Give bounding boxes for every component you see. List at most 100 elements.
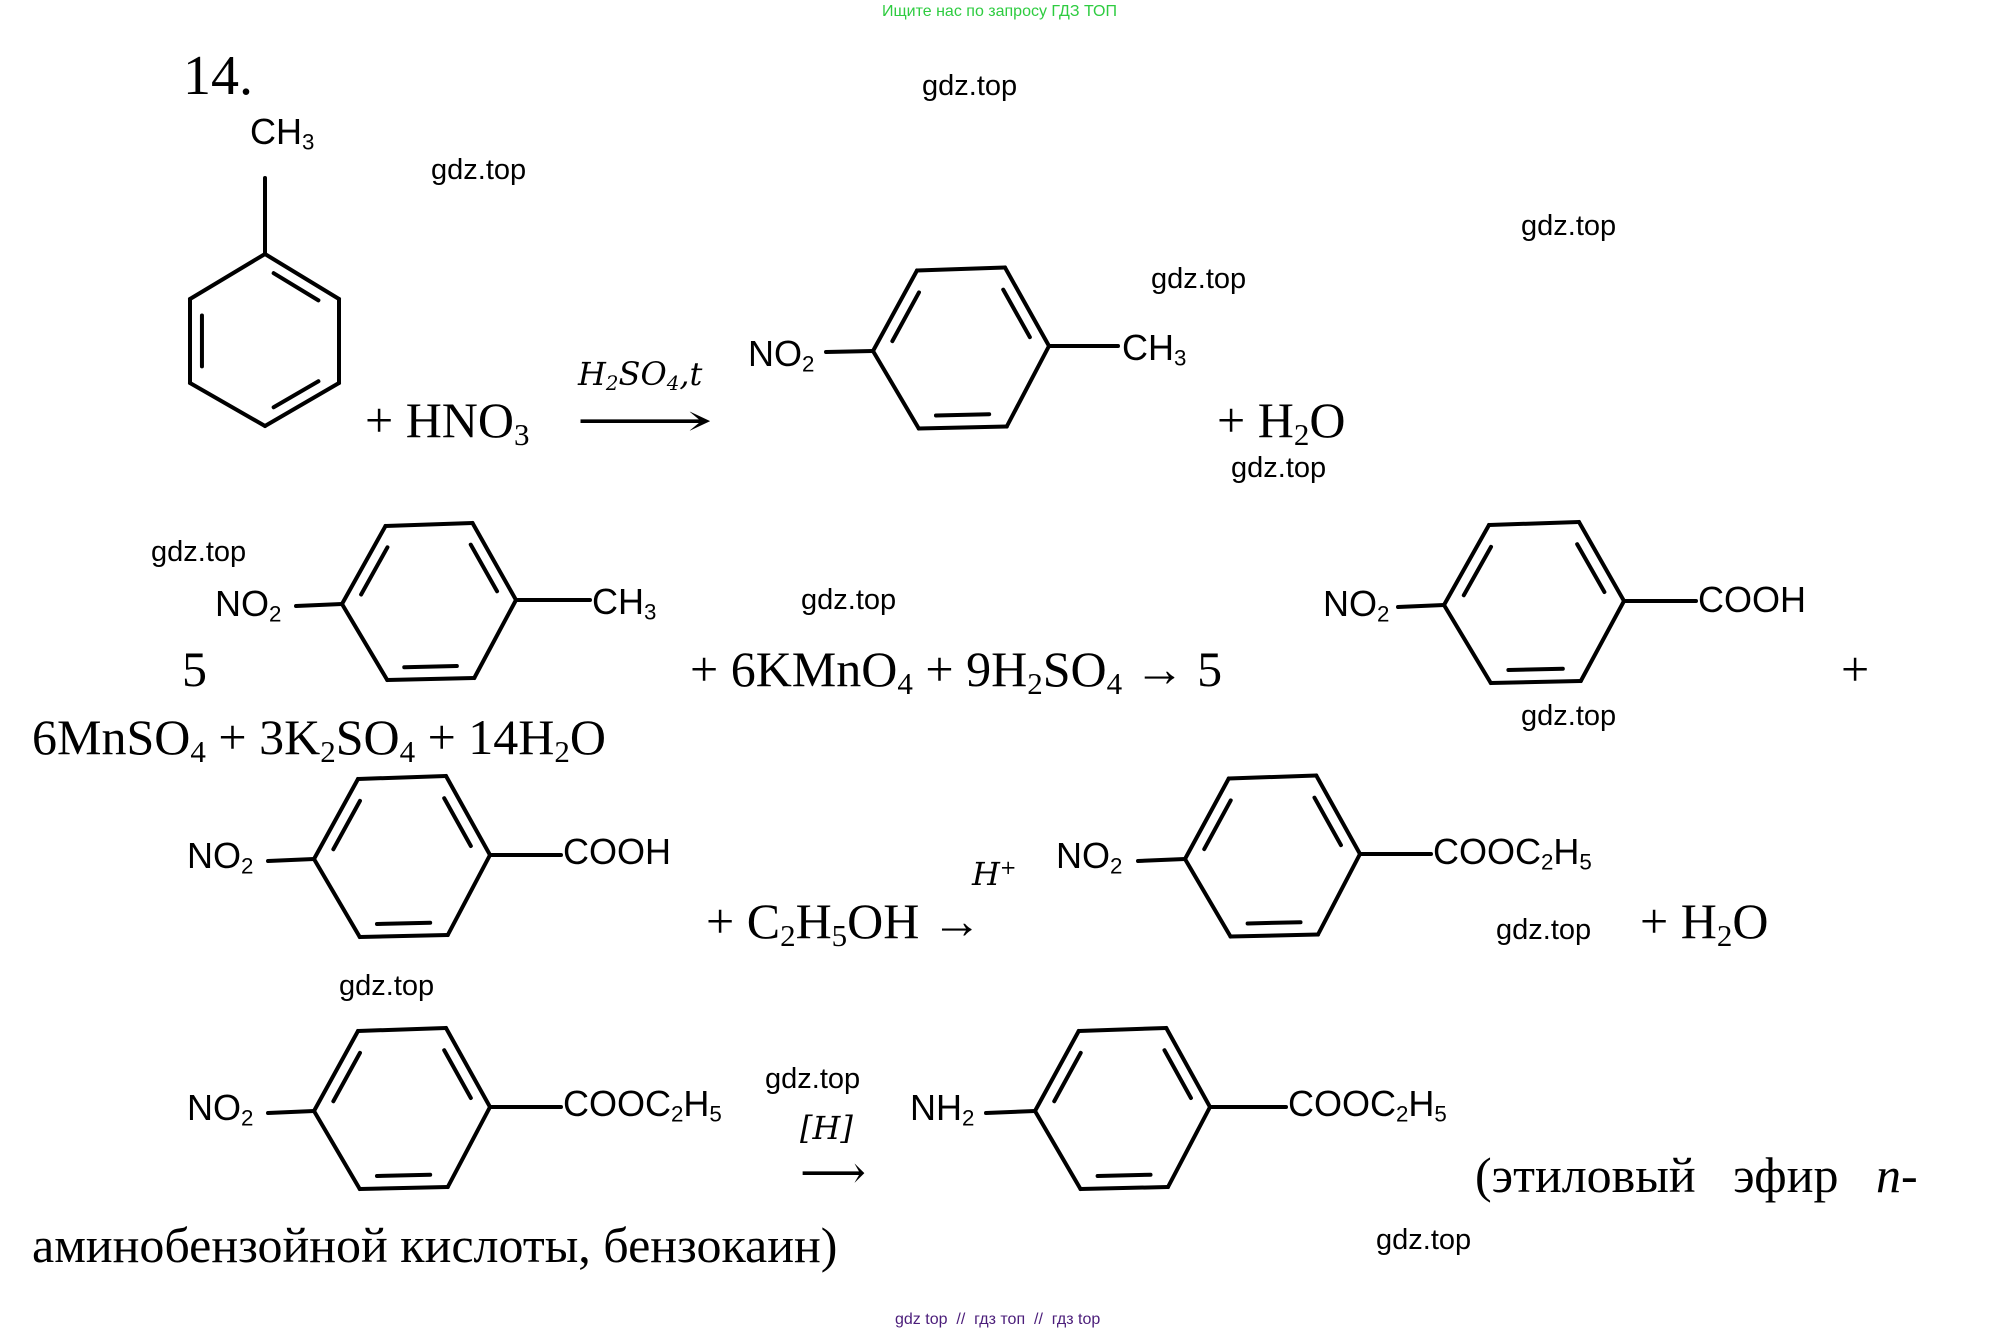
- subscript: 2: [241, 1105, 254, 1131]
- nitrobenzoic-ring-2-bond: [356, 774, 448, 781]
- toluene-ring-bond: [263, 381, 341, 428]
- nitro-bond: [824, 349, 875, 354]
- nitrobenzoate-ring-2-double-bond: [442, 1048, 473, 1101]
- water-b: O: [569, 709, 607, 765]
- subscript: 2: [780, 917, 796, 953]
- h-text: H: [1553, 831, 1580, 872]
- watermark: gdz.top: [1521, 700, 1617, 732]
- catalyst-h-plus: H+: [972, 858, 1017, 890]
- subscript: 4: [1106, 665, 1123, 701]
- subscript: 2: [320, 733, 336, 769]
- no-text: NO: [187, 835, 241, 876]
- reduction-arrow-icon: ⟶: [800, 1147, 866, 1198]
- nitrotoluene-ring-bond: [1003, 265, 1051, 348]
- note-text: (этиловый эфир: [1475, 1147, 1876, 1203]
- nitrobenzoic-ring-2-double-bond: [331, 798, 362, 852]
- plus-sign: +: [1217, 392, 1246, 448]
- water-byproduct-3: + H2O: [1640, 893, 1769, 951]
- watermark: gdz.top: [1521, 210, 1617, 242]
- nitro-bond: [266, 857, 316, 863]
- nitrotoluene-ring-bond: [915, 265, 1007, 273]
- footer-separator: //: [956, 1311, 966, 1328]
- watermark: gdz.top: [1151, 263, 1247, 295]
- nitrotoluene-ring-2-bond: [340, 524, 388, 606]
- nitrobenzoate-ring-2-double-bond: [374, 1172, 433, 1178]
- h-text: H: [1257, 392, 1294, 448]
- k2so4-a: + 3K: [205, 709, 321, 765]
- watermark: gdz.top: [151, 536, 247, 568]
- reactant3-no2-label: NO2: [187, 835, 253, 878]
- nitrobenzoic-ring-bond: [1578, 599, 1626, 683]
- nitrobenzoic-ring-2-bond: [312, 857, 362, 939]
- subscript: 2: [269, 601, 282, 627]
- nitrotoluene-ring-2-bond: [340, 602, 390, 682]
- cond-h: H: [578, 355, 606, 393]
- nitrobenzoic-ring-2-bond: [445, 853, 492, 937]
- nitrotoluene-ring-double-bond: [890, 290, 921, 344]
- plus-sign: +: [1640, 893, 1669, 949]
- benzocaine-ring-double-bond: [1095, 1172, 1153, 1178]
- superscript: +: [999, 856, 1017, 880]
- nitrotoluene-ring-2-bond: [470, 521, 518, 602]
- nitrobenzoate-ring-2-double-bond: [331, 1050, 362, 1104]
- nitrobenzoic-ring-bond: [1442, 523, 1491, 607]
- benzocaine-ring-bond: [1033, 1029, 1081, 1113]
- o-text: O: [1309, 392, 1346, 448]
- subscript: 3: [302, 129, 315, 155]
- footer-link[interactable]: gdz top: [895, 1311, 948, 1328]
- subscript: 5: [709, 1101, 722, 1127]
- h-text: H: [683, 1083, 710, 1124]
- nitrobenzoate-ring-2-bond: [356, 1026, 448, 1033]
- oxidation-reagents: + 6KMnO4 + 9H2SO4 → 5: [690, 641, 1222, 699]
- subscript: 2: [1293, 416, 1310, 452]
- nitro-bond: [1396, 603, 1446, 609]
- footer-link[interactable]: гдз top: [1051, 1311, 1101, 1328]
- plus-sign: +: [365, 392, 394, 448]
- nitrobenzoate-ring-double-bond: [1312, 795, 1343, 848]
- benzocaine-ring-bond: [1033, 1109, 1083, 1191]
- cond-t: ,t: [679, 355, 703, 393]
- nitrotoluene-ring-2-bond: [385, 676, 477, 682]
- product2-cooh-label: COOH: [1698, 579, 1806, 620]
- h-text: H: [972, 855, 1000, 893]
- cooc-text: COOC: [563, 1083, 671, 1124]
- subscript: 4: [190, 733, 206, 769]
- nitrobenzoate-ring-double-bond: [1245, 920, 1303, 926]
- ch-text: CH: [250, 111, 302, 152]
- search-banner[interactable]: Ищите нас по запросу ГДЗ ТОП: [882, 3, 1117, 20]
- o-text: O: [1732, 893, 1769, 949]
- product3-no2-label: NO2: [1056, 838, 1122, 878]
- toluene-ring-bond: [188, 252, 267, 301]
- benzocaine-ring-bond: [1078, 1185, 1170, 1191]
- water-byproduct-1: + H2O: [1217, 392, 1346, 450]
- nitrobenzoate-ring-bond: [1314, 773, 1362, 856]
- nitrobenzoic-ring-double-bond: [1461, 544, 1494, 598]
- nitrotoluene-ring-2-double-bond: [359, 545, 390, 597]
- subscript: 3: [644, 599, 657, 625]
- subscript: 5: [1434, 1101, 1447, 1127]
- nitrobenzoate-ring-bond: [1316, 852, 1362, 937]
- product2-no2-label: NO2: [1323, 586, 1389, 626]
- watermark: gdz.top: [922, 70, 1018, 102]
- nitrobenzoic-ring-2-double-bond: [374, 920, 433, 926]
- nitrotoluene-ring-double-bond: [933, 412, 992, 418]
- nitrotoluene-ring-bond: [871, 268, 919, 353]
- footer-links: gdz top // гдз топ // гдз top: [895, 1312, 1100, 1328]
- nitro-bond: [266, 1109, 316, 1115]
- h-text: H: [1680, 893, 1717, 949]
- nh-text: NH: [910, 1087, 962, 1128]
- benzocaine-ring-double-bond: [1162, 1048, 1193, 1101]
- amino-bond: [984, 1109, 1037, 1115]
- footer-link[interactable]: гдз топ: [974, 1311, 1026, 1328]
- nitrobenzoate-ring-2-bond: [445, 1105, 492, 1189]
- nitrotoluene-ring-2-double-bond: [402, 664, 459, 670]
- subscript: 2: [1716, 917, 1733, 953]
- product-note-line2: аминобензойной кислоты, бензокаин): [32, 1217, 838, 1273]
- ch-text: CH: [1122, 327, 1174, 368]
- product4-ester-label: COOC2H5: [1288, 1086, 1447, 1126]
- product4-nh2-label: NH2: [910, 1087, 974, 1130]
- h2so4-a: + 9H: [912, 641, 1028, 697]
- subscript: 2: [554, 733, 570, 769]
- product1-no2-label: NO2: [748, 336, 814, 376]
- benzocaine-ring-bond: [1166, 1105, 1212, 1189]
